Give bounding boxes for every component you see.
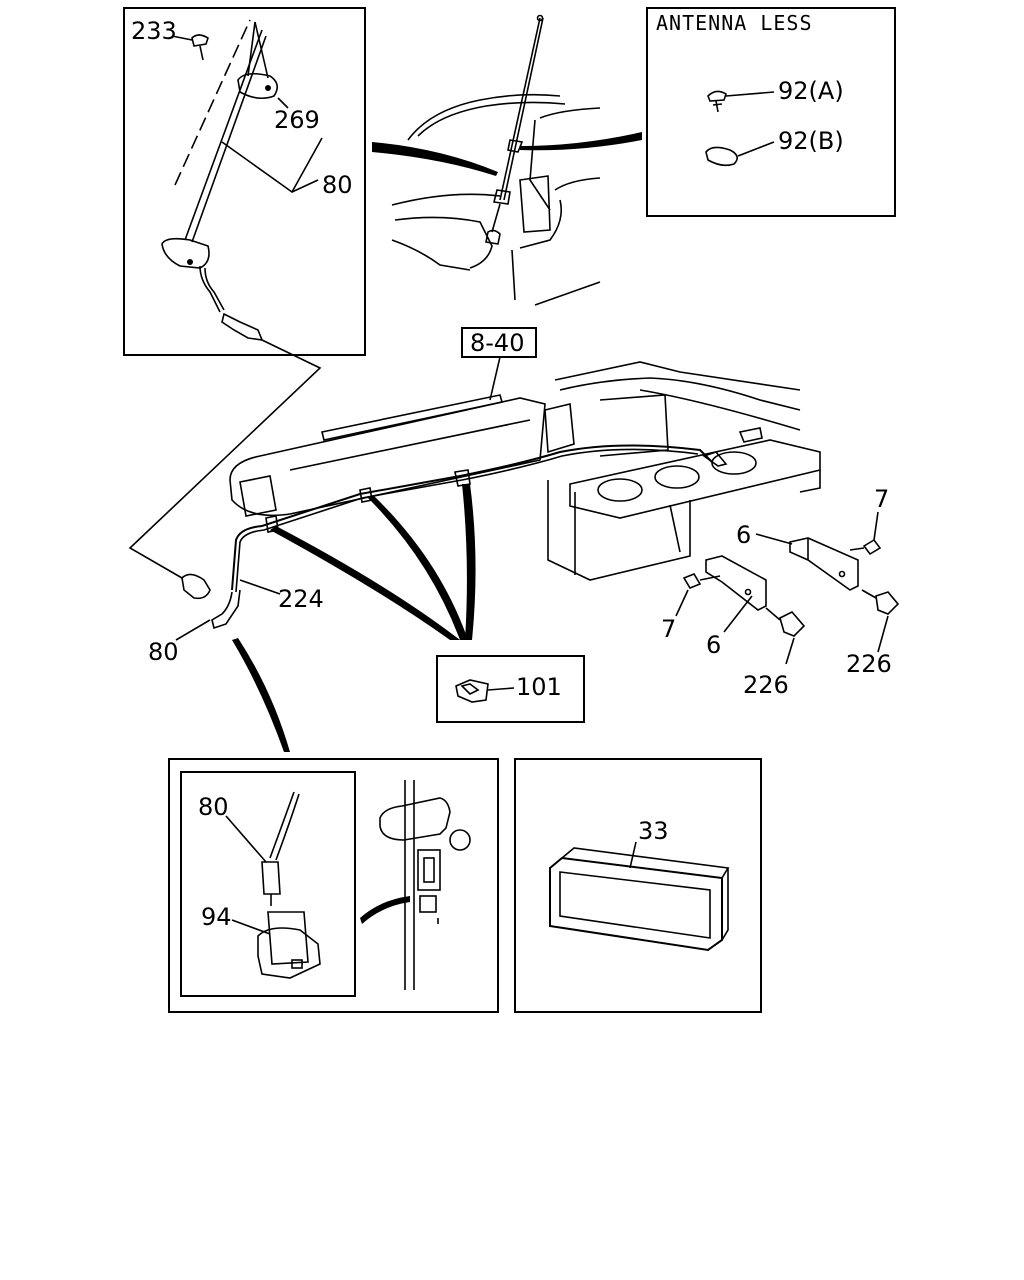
clip-101-box: 101 <box>436 655 585 723</box>
antenna-mast-inset: 233 269 80 <box>123 7 366 356</box>
cable-plug <box>221 312 264 341</box>
bracket-6-right <box>789 537 859 591</box>
callout-7-right: 7 <box>874 485 889 513</box>
antenna-feed-cable <box>231 444 713 591</box>
dash-beam <box>229 397 546 517</box>
bracket-6-left <box>705 555 767 611</box>
upper-mount-269 <box>237 72 278 100</box>
antenna-base <box>161 237 210 269</box>
inset-frame-bezel <box>514 758 762 1013</box>
reference-box: 8-40 <box>461 327 537 401</box>
callout-80-bottom: 80 <box>198 793 229 821</box>
bolt-226-left <box>779 611 806 637</box>
dash-end-cap <box>239 475 277 517</box>
callout-92a: 92(A) <box>778 77 844 105</box>
bolt-233 <box>191 34 209 47</box>
screw-7-left <box>682 573 702 589</box>
inset-frame-connection <box>168 758 499 1013</box>
inset-frame-antenna-less <box>646 7 896 217</box>
alignment-line <box>174 19 251 186</box>
callout-233: 233 <box>131 17 177 45</box>
bolt-226-right <box>875 591 900 615</box>
vehicle-fender-view <box>372 14 642 306</box>
console-pedestal <box>547 480 691 581</box>
radio-connection-inset: 80 94 <box>168 758 499 1013</box>
reference-8-40: 8-40 <box>470 329 524 357</box>
callout-80-mid: 80 <box>148 638 179 666</box>
plug-80 <box>261 861 281 895</box>
callout-6-left: 6 <box>706 631 721 659</box>
callout-80-top: 80 <box>322 171 353 199</box>
radio-brackets: 6 7 226 7 6 226 <box>661 485 900 699</box>
dashboard-assembly: 224 80 <box>128 339 821 752</box>
callout-226-right: 226 <box>846 650 892 678</box>
inset-leader-line <box>128 339 322 579</box>
callout-92b: 92(B) <box>778 127 844 155</box>
callout-7-left: 7 <box>661 615 676 643</box>
radio-shelf <box>569 439 821 519</box>
callout-101: 101 <box>516 673 562 701</box>
antenna-less-title: ANTENNA LESS <box>656 11 813 35</box>
callout-269: 269 <box>274 106 320 134</box>
bezel-inset: 33 <box>514 758 762 1013</box>
leader-wedge-right <box>520 132 642 151</box>
clip-101 <box>455 679 489 703</box>
screw-92a <box>707 90 727 102</box>
inset-frame-plug <box>180 771 356 997</box>
screw-7-right <box>862 538 882 556</box>
callout-6-right: 6 <box>736 521 751 549</box>
antenna-less-inset: ANTENNA LESS 92(A) 92(B) <box>646 7 896 217</box>
inset-frame-antenna <box>123 7 366 356</box>
leader-wedge-left <box>372 142 498 176</box>
cable-end-connector <box>181 573 211 600</box>
callout-224: 224 <box>278 585 324 613</box>
plug-92b <box>705 146 738 167</box>
adapter-94 <box>267 911 309 965</box>
callout-94: 94 <box>201 903 232 931</box>
radio-back-bracket <box>379 797 451 841</box>
callout-33: 33 <box>638 817 669 845</box>
installed-antenna-mast <box>499 17 541 201</box>
side-mirror <box>519 175 551 233</box>
callout-226-left: 226 <box>743 671 789 699</box>
